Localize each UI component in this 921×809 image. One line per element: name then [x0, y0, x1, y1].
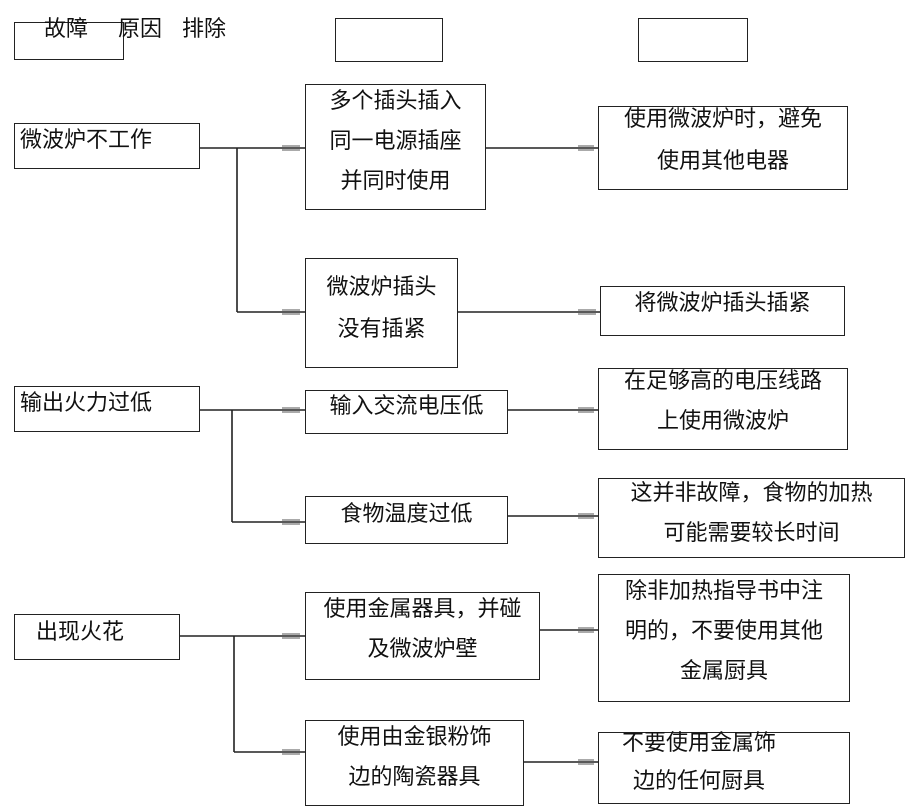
cause-6-line-1: 使用由金银粉饰: [337, 725, 492, 750]
header-box-remedy: [638, 18, 748, 62]
cause-3-line-1: 输入交流电压低: [329, 394, 484, 419]
remedy-box-2: [600, 286, 845, 336]
cause-box-4: [305, 496, 508, 544]
fault-label-3: 出现火花: [36, 620, 125, 645]
remedy-4-line-1: 这并非故障，食物的加热: [630, 481, 873, 506]
remedy-5-line-2: 明的，不要使用其他: [624, 619, 823, 644]
cause-1-line-2: 同一电源插座: [329, 129, 462, 154]
cause-5-line-1: 使用金属器具，并碰: [323, 597, 522, 622]
cause-1-line-3: 并同时使用: [340, 169, 451, 194]
remedy-6-line-1: 不要使用金属饰: [621, 731, 776, 756]
remedy-3-line-1: 在足够高的电压线路: [623, 369, 822, 394]
cause-2-line-1: 微波炉插头: [326, 275, 437, 300]
cause-4-line-1: 食物温度过低: [340, 502, 473, 527]
remedy-5-line-1: 除非加热指导书中注: [624, 579, 823, 604]
header-box-cause: [335, 18, 443, 62]
cause-box-6: [305, 720, 524, 806]
remedy-1-line-1: 使用微波炉时，避免: [623, 107, 822, 132]
cause-2-line-2: 没有插紧: [337, 317, 426, 342]
fault-box-1: [14, 123, 200, 169]
remedy-6-line-2: 边的任何厨具: [632, 769, 765, 794]
header-remedy: 排除: [182, 17, 227, 42]
fault-box-2: [14, 386, 200, 432]
cause-box-2: [305, 258, 458, 368]
cause-5-line-2: 及微波炉壁: [367, 637, 478, 662]
cause-box-3: [305, 390, 508, 434]
fault-box-3: [14, 614, 180, 660]
cause-1-line-1: 多个插头插入: [329, 89, 462, 114]
remedy-box-4: [598, 478, 905, 558]
header-box-fault: [14, 22, 124, 60]
cause-box-1: [305, 84, 486, 210]
fault-label-2: 输出火力过低: [20, 391, 153, 416]
remedy-4-line-2: 可能需要较长时间: [663, 521, 840, 546]
remedy-box-1: [598, 106, 848, 190]
cause-6-line-2: 边的陶瓷器具: [348, 765, 481, 790]
remedy-3-line-2: 上使用微波炉: [656, 409, 789, 434]
remedy-5-line-3: 金属厨具: [679, 659, 768, 684]
cause-box-5: [305, 592, 540, 680]
remedy-box-3: [598, 368, 848, 450]
remedy-1-line-2: 使用其他电器: [656, 149, 789, 174]
remedy-box-6: [598, 732, 850, 804]
header-cause: 原因: [118, 17, 163, 42]
remedy-2-line-1: 将微波炉插头插紧: [634, 291, 811, 316]
fault-label-1: 微波炉不工作: [20, 128, 153, 153]
header-fault: 故障: [44, 17, 89, 42]
remedy-box-5: [598, 574, 850, 702]
